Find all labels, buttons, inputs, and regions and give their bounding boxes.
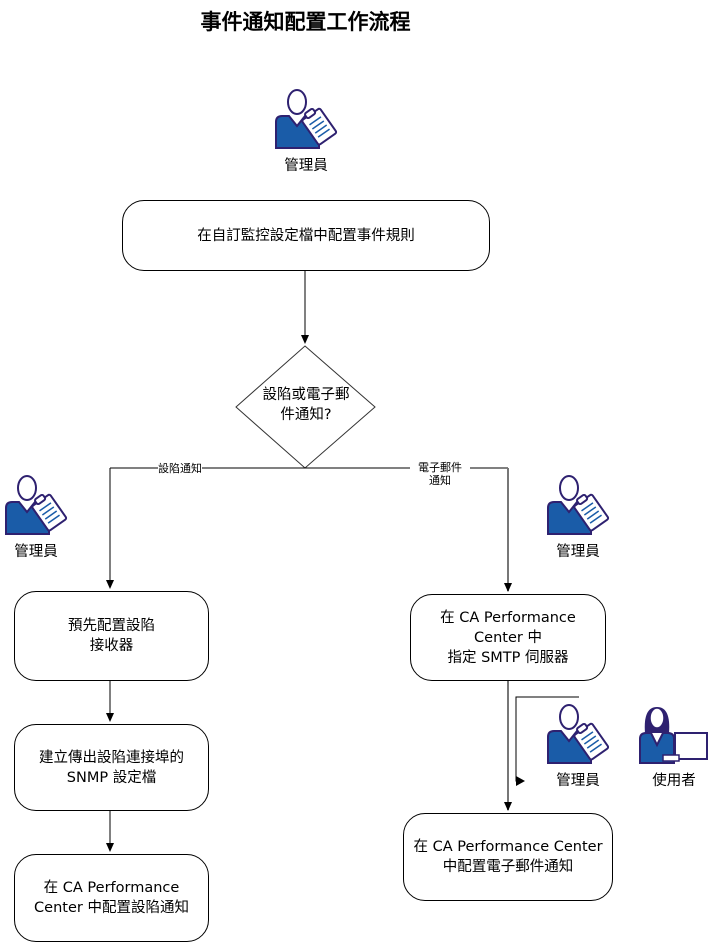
actor-label: 管理員 [284, 158, 328, 174]
actor-user: 使用者 [636, 703, 711, 790]
step-specify-smtp-server: 在 CA Performance Center 中 指定 SMTP 伺服器 [410, 594, 606, 681]
admin-clipboard-icon [275, 89, 338, 149]
actor-left-admin: 管理員 [0, 474, 72, 561]
user-laptop-icon [639, 707, 708, 764]
step-preconfigure-trap-receiver: 預先配置設陷 接收器 [14, 591, 209, 681]
step-create-snmp-profile: 建立傳出設陷連接埠的 SNMP 設定檔 [14, 724, 209, 811]
admin-clipboard-icon [547, 475, 610, 535]
step-configure-email-notification: 在 CA Performance Center 中配置電子郵件通知 [403, 813, 613, 901]
decision-label: 設陷或電子郵 件通知? [262, 387, 350, 423]
admin-clipboard-icon [547, 704, 610, 764]
actor-label: 管理員 [556, 773, 600, 789]
step-configure-trap-notification: 在 CA Performance Center 中配置設陷通知 [14, 854, 209, 942]
actor-label: 使用者 [652, 773, 696, 789]
actor-top-admin: 管理員 [266, 88, 346, 175]
step-configure-event-rules: 在自訂監控設定檔中配置事件規則 [122, 200, 490, 271]
edge-label-email: 電子郵件 通知 [410, 461, 470, 487]
actor-right-admin: 管理員 [538, 474, 618, 561]
admin-clipboard-icon [5, 475, 68, 535]
edge-label-trap: 設陷通知 [158, 462, 202, 475]
actor-label: 管理員 [556, 544, 600, 560]
actor-label: 管理員 [14, 544, 58, 560]
actor-bottom-admin: 管理員 [538, 703, 618, 790]
diagram-title: 事件通知配置工作流程 [200, 9, 411, 34]
